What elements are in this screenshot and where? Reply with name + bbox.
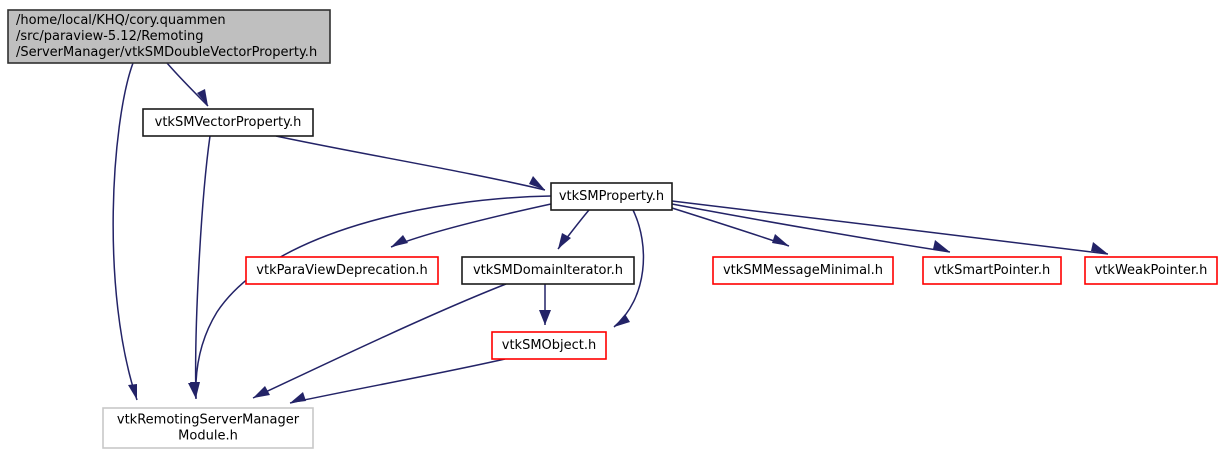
node-label: vtkSMDomainIterator.h <box>473 263 623 278</box>
node-box[interactable] <box>1084 256 1218 285</box>
edge-line <box>671 200 1109 255</box>
edge-property-to-module <box>190 195 552 399</box>
node-label: vtkSMVectorProperty.h <box>155 115 302 130</box>
node-box[interactable] <box>922 256 1062 285</box>
node-box[interactable] <box>491 331 607 360</box>
node-box[interactable] <box>7 9 331 64</box>
edge-domainiterator-to-module <box>252 283 507 399</box>
arrowhead-icon <box>772 234 789 246</box>
arrowhead-icon <box>253 386 270 398</box>
edge-property-to-smobject <box>613 209 645 328</box>
edge-domainiterator-to-smobject <box>539 283 551 325</box>
edge-line <box>289 358 506 404</box>
node-label: /ServerManager/vtkSMDoubleVectorProperty… <box>16 45 317 60</box>
edge-line <box>275 135 546 191</box>
node-label: vtkSMProperty.h <box>559 189 664 204</box>
graph-node-deprecation[interactable]: vtkParaViewDeprecation.h <box>245 256 439 285</box>
node-box[interactable] <box>712 256 894 285</box>
arrowhead-icon <box>558 233 571 249</box>
edge-root-to-module <box>112 62 138 401</box>
node-box[interactable] <box>461 256 635 285</box>
graph-node-root[interactable]: /home/local/KHQ/cory.quammen/src/paravie… <box>7 9 331 64</box>
edge-property-to-domainiterator <box>557 209 590 250</box>
node-label: vtkWeakPointer.h <box>1095 263 1208 278</box>
edge-line <box>671 203 951 253</box>
graph-node-smobject[interactable]: vtkSMObject.h <box>491 331 607 360</box>
nodes-layer: /home/local/KHQ/cory.quammen/src/paravie… <box>7 9 1218 449</box>
graph-node-property[interactable]: vtkSMProperty.h <box>550 182 673 211</box>
graph-node-domainiterator[interactable]: vtkSMDomainIterator.h <box>461 256 635 285</box>
node-box[interactable] <box>245 256 439 285</box>
edge-line <box>194 135 211 400</box>
node-label: vtkRemotingServerManager <box>117 413 300 428</box>
edge-line <box>112 62 138 401</box>
edge-line <box>252 283 507 399</box>
arrowhead-icon <box>614 314 630 327</box>
edge-vectorproperty-to-property <box>275 135 546 191</box>
node-label: /home/local/KHQ/cory.quammen <box>16 13 226 28</box>
node-box[interactable] <box>142 108 314 137</box>
graph-node-smartpointer[interactable]: vtkSmartPointer.h <box>922 256 1062 285</box>
arrowhead-icon <box>1091 242 1108 254</box>
node-label: vtkSMObject.h <box>502 338 597 353</box>
arrowhead-icon <box>933 240 950 252</box>
edge-line <box>195 195 552 399</box>
edge-property-to-weakpointer <box>671 200 1109 255</box>
node-box[interactable] <box>550 182 673 211</box>
graph-node-vectorproperty[interactable]: vtkSMVectorProperty.h <box>142 108 314 137</box>
graph-node-weakpointer[interactable]: vtkWeakPointer.h <box>1084 256 1218 285</box>
node-label: vtkSmartPointer.h <box>934 263 1050 278</box>
arrowhead-icon <box>128 384 137 400</box>
graph-node-messageminimal[interactable]: vtkSMMessageMinimal.h <box>712 256 894 285</box>
arrowhead-icon <box>197 89 208 106</box>
edge-smobject-to-module <box>289 358 506 404</box>
edge-property-to-deprecation <box>390 203 552 248</box>
node-box[interactable] <box>102 407 314 449</box>
edge-root-to-vectorproperty <box>166 62 209 107</box>
arrowhead-icon <box>190 382 200 398</box>
arrowhead-icon <box>290 392 306 403</box>
node-label: Module.h <box>178 429 238 444</box>
arrowhead-icon <box>391 235 408 247</box>
node-label: vtkParaViewDeprecation.h <box>256 263 427 278</box>
node-label: /src/paraview-5.12/Remoting <box>16 29 203 44</box>
node-label: vtkSMMessageMinimal.h <box>723 263 883 278</box>
edge-property-to-messageminimal <box>671 207 790 247</box>
arrowhead-icon <box>539 310 551 325</box>
edge-line <box>166 62 209 107</box>
edge-property-to-smartpointer <box>671 203 951 253</box>
arrowhead-icon <box>529 176 545 190</box>
